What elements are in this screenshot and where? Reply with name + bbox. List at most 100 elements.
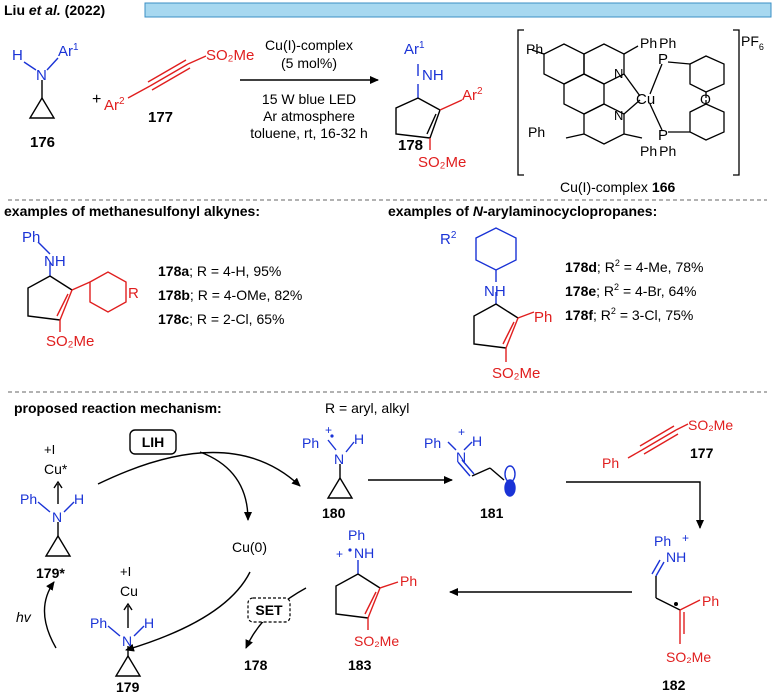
182-nh: NH [666, 549, 686, 565]
catalyst-n-2: N [614, 108, 623, 123]
alkyne-examples-title: examples of methanesulfonyl alkynes: [4, 203, 260, 219]
set-label: SET [255, 602, 283, 618]
183-ph-red: Ph [400, 573, 417, 589]
product-178 [395, 64, 463, 150]
condition-light: 15 W blue LED [262, 91, 356, 107]
amine-ph: Ph [534, 309, 552, 326]
ar2-178: Ar2 [462, 86, 483, 104]
cu0-label: Cu(0) [232, 539, 267, 555]
alkyne-r: R [128, 285, 139, 302]
ar1-176: Ar1 [58, 42, 79, 60]
179star-h: H [74, 491, 84, 507]
catalyst-o: O [700, 91, 711, 107]
compound-179: 179 [116, 679, 140, 695]
181-ph: Ph [424, 435, 441, 451]
179star-plus-i: +I [44, 442, 55, 457]
condition-atmosphere: Ar atmosphere [263, 108, 355, 124]
182-so2me: SO₂Me [666, 649, 711, 665]
arrow-to-cu0 [199, 451, 252, 521]
hv-label: hv [16, 609, 32, 625]
179-h: H [144, 615, 154, 631]
catalyst-ph-1: Ph [526, 41, 543, 57]
header-citation: Liu et al. (2022) [4, 2, 105, 18]
179star-n: N [52, 509, 62, 525]
loading-label: (5 mol%) [281, 55, 337, 71]
condition-solvent: toluene, rt, 16-32 h [250, 125, 368, 141]
species-182 [651, 559, 701, 644]
amine-example-structure [473, 227, 535, 362]
alkyne-item-178a: 178a; R = 4-H, 95% [158, 263, 281, 279]
arrow-hv [43, 581, 57, 649]
compound-179star: 179* [36, 565, 65, 581]
amine-nh: NH [484, 283, 506, 300]
reaction-176 [23, 57, 59, 119]
alkyne-so2me: SO₂Me [46, 333, 94, 350]
amine-item-178d: 178d; R2 = 4-Me, 78% [565, 258, 703, 275]
180-plus: + [325, 423, 332, 437]
183-ph: Ph [348, 527, 365, 543]
183-so2me: SO₂Me [354, 633, 399, 649]
179-ph: Ph [90, 615, 107, 631]
header: Liu et al. (2022) [4, 2, 772, 18]
180-h: H [354, 431, 364, 447]
catalyst-p-2: P [658, 127, 668, 144]
compound-180: 180 [322, 505, 346, 521]
set-box [247, 597, 291, 623]
plus-sign: + [92, 91, 101, 108]
compound-181: 181 [480, 505, 504, 521]
species-181 [447, 441, 516, 497]
alkyne-nh: NH [44, 253, 66, 270]
so2me-178: SO₂Me [418, 154, 466, 171]
mechanism-title: proposed reaction mechanism: [14, 400, 222, 416]
r-note: R = aryl, alkyl [325, 400, 409, 416]
header-bar [144, 2, 772, 18]
alkyne-example-structure [27, 241, 127, 332]
alkyne-item-178c: 178c; R = 2-Cl, 65% [158, 311, 284, 327]
nh-178: NH [422, 67, 444, 84]
compound-182: 182 [662, 677, 686, 693]
alkyne-item-178b: 178b; R = 4-OMe, 82% [158, 287, 302, 303]
181-plus: + [458, 425, 465, 439]
species-179star [37, 480, 75, 557]
amine-so2me: SO₂Me [492, 365, 540, 382]
179-plus-i: +I [120, 564, 131, 579]
amine-item-178e: 178e; R2 = 4-Br, 64% [565, 282, 697, 299]
compound-178: 178 [398, 137, 423, 154]
183-plus: + [336, 547, 343, 561]
catalyst-cu: Cu [636, 91, 655, 108]
lih-label: LIH [142, 434, 165, 450]
h-176: H [12, 47, 23, 64]
compound-178-release: 178 [244, 657, 268, 673]
catalyst-ph-2: Ph [528, 124, 545, 140]
ar2-177: Ar2 [104, 96, 125, 114]
177-mech-ph: Ph [602, 455, 619, 471]
compound-177: 177 [148, 109, 173, 126]
amine-examples-title: examples of N-arylaminocyclopropanes: [388, 203, 657, 219]
179star-cu: Cu* [44, 461, 68, 477]
181-n: N [456, 449, 466, 465]
n-176: N [36, 67, 47, 84]
180-ph: Ph [302, 435, 319, 451]
pf6-counterion: PF6 [741, 33, 764, 52]
reagent-label: Cu(I)-complex [265, 37, 353, 53]
177-mech-so2me: SO₂Me [688, 417, 733, 433]
ar1-178: Ar1 [404, 40, 425, 58]
reaction-177 [127, 55, 207, 99]
183-nh: NH [354, 545, 374, 561]
species-183 [335, 548, 399, 630]
catalyst-p-1: P [658, 51, 668, 68]
compound-176: 176 [30, 134, 55, 151]
so2me-177: SO₂Me [206, 47, 254, 64]
species-179 [107, 602, 145, 677]
182-plus: + [682, 531, 689, 545]
compound-183: 183 [348, 657, 372, 673]
179star-ph: Ph [20, 491, 37, 507]
amine-item-178f: 178f; R2 = 3-Cl, 75% [565, 306, 693, 323]
180-n: N [334, 451, 344, 467]
